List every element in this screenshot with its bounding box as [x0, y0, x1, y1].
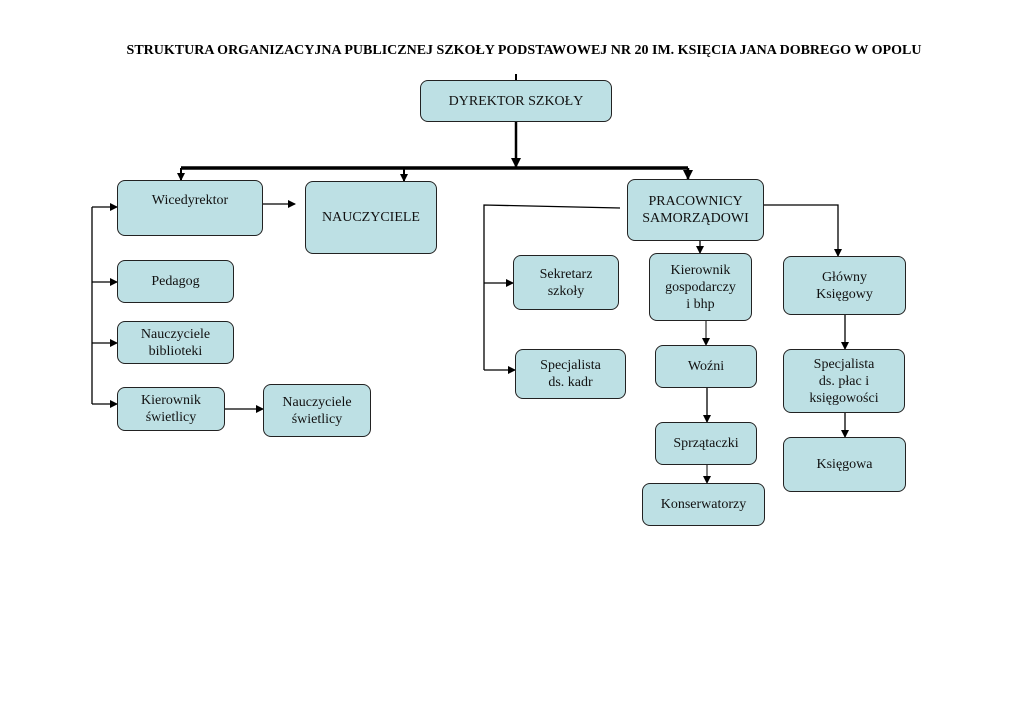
node-wicedyrektor: Wicedyrektor [117, 180, 263, 236]
node-nauczyciele-swietlicy: Nauczyciele świetlicy [263, 384, 371, 437]
node-sekretarz-szkoly: Sekretarz szkoły [513, 255, 619, 310]
node-sprzataczki: Sprzątaczki [655, 422, 757, 465]
node-glowny-ksiegowy: Główny Księgowy [783, 256, 906, 315]
node-kierownik-gospodarczy: Kierownik gospodarczy i bhp [649, 253, 752, 321]
node-pracownicy-samorzadowi: PRACOWNICY SAMORZĄDOWI [627, 179, 764, 241]
node-pedagog: Pedagog [117, 260, 234, 303]
node-kierownik-swietlicy: Kierownik świetlicy [117, 387, 225, 431]
node-wozni: Woźni [655, 345, 757, 388]
node-specjalista-kadr: Specjalista ds. kadr [515, 349, 626, 399]
node-nauczyciele-biblioteki: Nauczyciele biblioteki [117, 321, 234, 364]
node-specjalista-plac: Specjalista ds. płac i księgowości [783, 349, 905, 413]
node-nauczyciele: NAUCZYCIELE [305, 181, 437, 254]
page-title: STRUKTURA ORGANIZACYJNA PUBLICZNEJ SZKOŁ… [126, 43, 922, 58]
node-ksiegowa: Księgowa [783, 437, 906, 492]
node-dyrektor: DYREKTOR SZKOŁY [420, 80, 612, 122]
node-konserwatorzy: Konserwatorzy [642, 483, 765, 526]
